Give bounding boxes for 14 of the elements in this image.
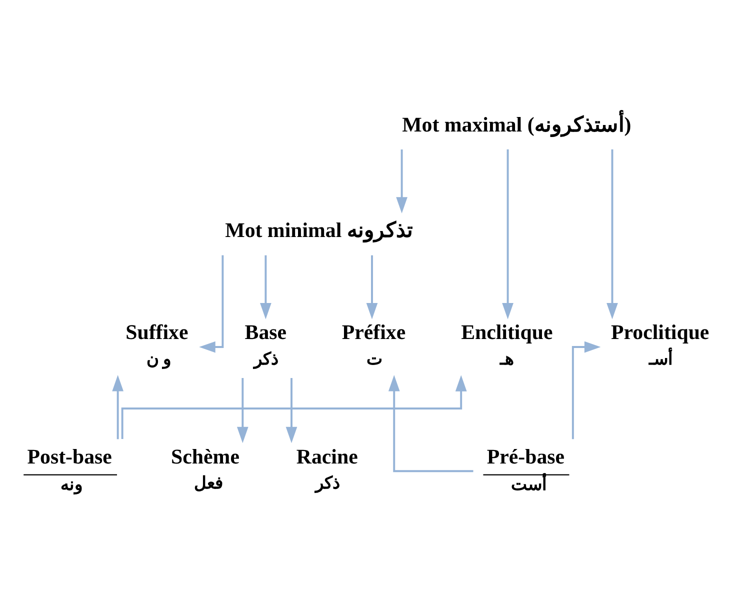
- arrow: [396, 148, 408, 213]
- node-text: Mot minimal تذكرونه: [225, 218, 413, 242]
- node-text: Mot maximal (أستذكرونه): [402, 112, 632, 136]
- arrow: [572, 340, 601, 439]
- arrow: [121, 374, 467, 439]
- arrow: [199, 254, 224, 352]
- arrow: [112, 374, 124, 439]
- arrow: [260, 254, 272, 319]
- arrow: [286, 378, 298, 443]
- arrow: [388, 374, 474, 472]
- arrow: [236, 378, 248, 443]
- arrow: [366, 254, 378, 319]
- arrow: [502, 148, 514, 319]
- arrow: [606, 148, 618, 319]
